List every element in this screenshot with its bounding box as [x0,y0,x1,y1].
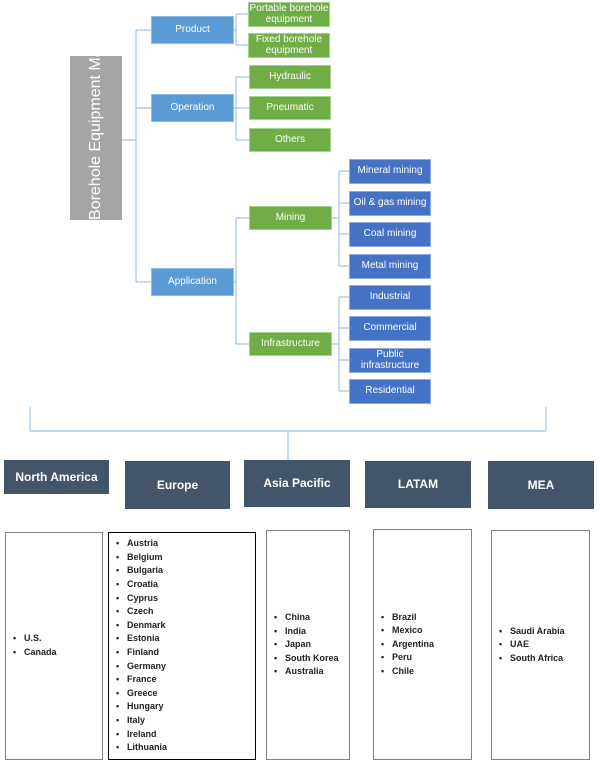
segment-product: Product [151,16,234,44]
country-item: Italy [116,714,167,728]
country-item: Canada [13,646,56,660]
country-item: Saudi Arabia [499,625,565,639]
country-item: Belgium [116,551,167,565]
application-item-mining: Mining [249,206,332,230]
country-item: India [274,625,339,639]
segment-application: Application [151,268,234,296]
country-list: ChinaIndiaJapanSouth KoreaAustralia [267,611,339,679]
mining-item-coal: Coal mining [349,222,431,247]
country-item: Estonia [116,632,167,646]
operation-item-pneumatic: Pneumatic [249,96,331,120]
country-item: Austria [116,537,167,551]
country-list: U.S.Canada [6,632,57,660]
region-north-america: North America [4,460,109,494]
country-item: China [274,611,339,625]
region-mea: MEA [488,461,594,509]
region-europe: Europe [125,461,230,509]
country-item: Cyprus [116,592,167,606]
country-item: Argentina [381,638,434,652]
country-item: South Africa [499,652,565,666]
country-list: Saudi ArabiaUAESouth Africa [492,625,565,666]
operation-item-hydraulic: Hydraulic [249,65,331,89]
mining-item-mineral: Mineral mining [349,159,431,184]
region-asia-pacific: Asia Pacific [244,460,350,507]
infrastructure-item-commercial: Commercial [349,316,431,341]
segment-operation: Operation [151,94,234,122]
country-list: BrazilMexicoArgentinaPeruChile [374,611,434,679]
country-item: Bulgaria [116,564,167,578]
country-list-latam: BrazilMexicoArgentinaPeruChile [373,529,472,760]
mining-item-oil-gas: Oil & gas mining [349,191,431,216]
mining-item-metal: Metal mining [349,254,431,279]
country-item: Croatia [116,578,167,592]
country-item: South Korea [274,652,338,666]
country-item: Czech [116,605,167,619]
country-item: Mexico [381,624,434,638]
country-list-asia-pacific: ChinaIndiaJapanSouth KoreaAustralia [266,530,350,760]
country-item: Finland [116,646,167,660]
product-item-portable: Portable borehole equipment [248,2,330,27]
country-list-north-america: U.S.Canada [5,532,103,760]
country-item: Japan [274,638,339,652]
root-label: Borehole Equipment Market [86,21,104,220]
country-item: Brazil [381,611,434,625]
country-item: Hungary [116,700,167,714]
country-list: AustriaBelgiumBulgariaCroatiaCyprusCzech… [109,537,167,755]
country-item: U.S. [13,632,57,646]
country-item: Chile [381,665,434,679]
application-item-infrastructure: Infrastructure [249,332,332,356]
country-item: Greece [116,687,167,701]
root-node: Borehole Equipment Market [70,21,122,220]
country-item: Germany [116,660,167,674]
region-latam: LATAM [365,461,471,508]
country-item: Ireland [116,728,167,742]
operation-item-others: Others [249,128,331,152]
infrastructure-item-public: Public infrastructure [349,348,431,373]
country-item: Lithuania [116,741,167,755]
country-item: Peru [381,651,434,665]
country-item: Denmark [116,619,167,633]
country-list-europe: AustriaBelgiumBulgariaCroatiaCyprusCzech… [108,532,256,760]
country-item: France [116,673,167,687]
country-item: Australia [274,665,339,679]
product-item-fixed: Fixed borehole equipment [248,33,330,58]
country-list-mea: Saudi ArabiaUAESouth Africa [491,530,590,760]
infrastructure-item-residential: Residential [349,379,431,404]
infrastructure-item-industrial: Industrial [349,285,431,310]
country-item: UAE [499,638,565,652]
